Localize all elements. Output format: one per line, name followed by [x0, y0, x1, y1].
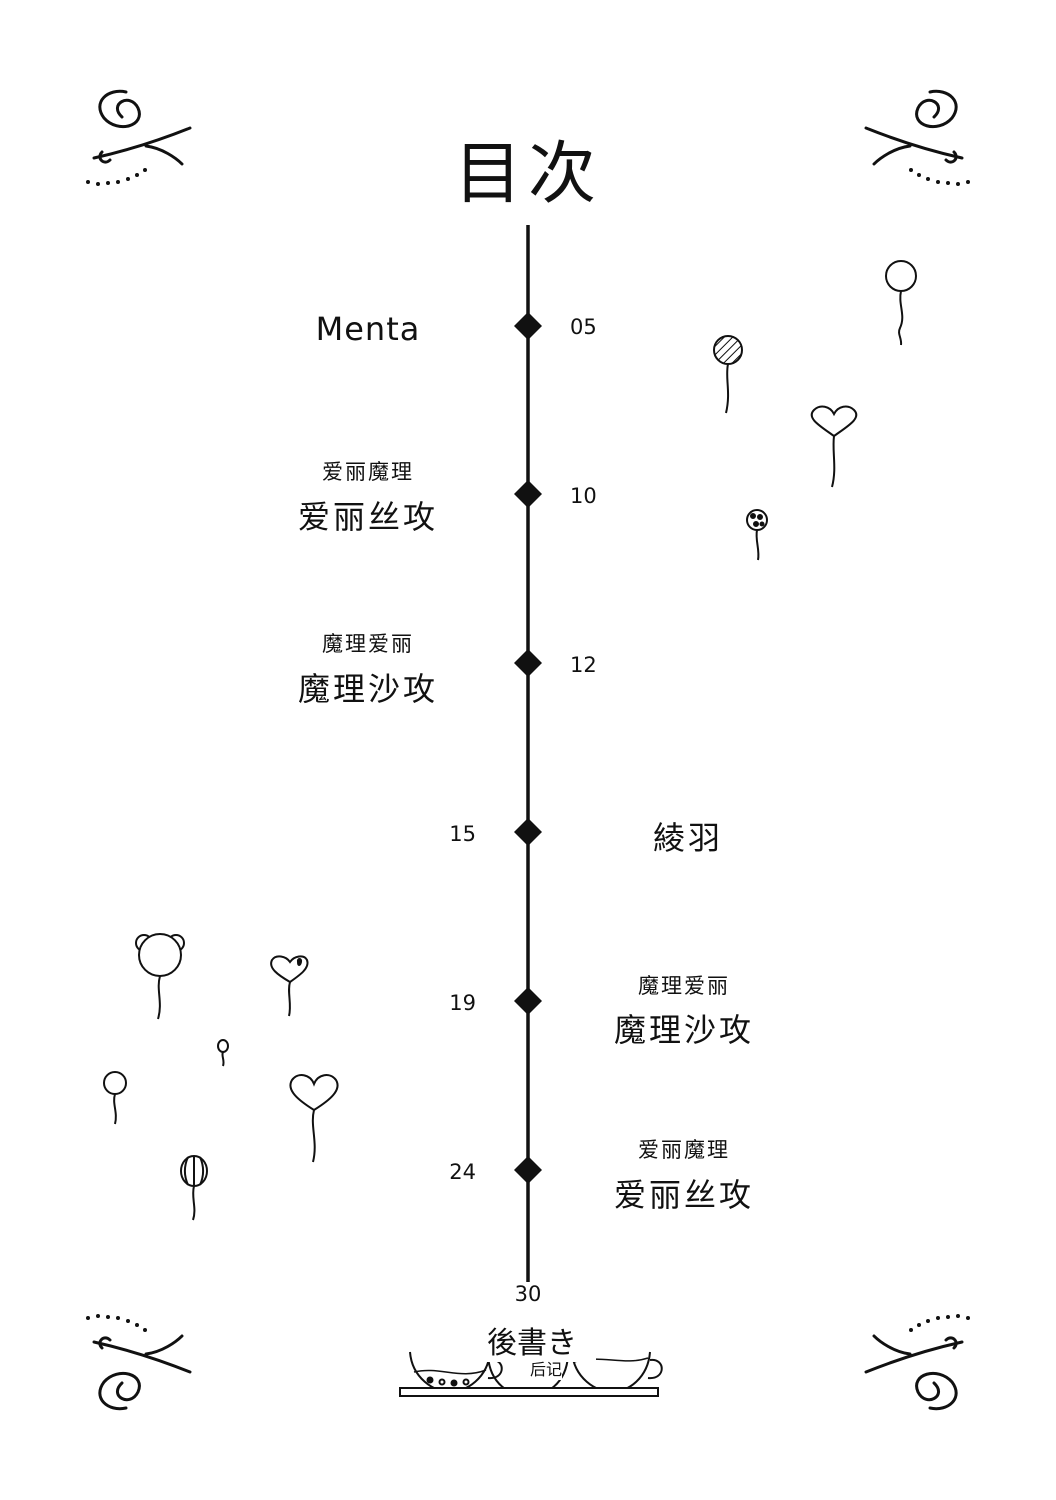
- timeline-diamond-24: [514, 1156, 542, 1184]
- heart-balloon-small-icon: [270, 955, 309, 1017]
- dotted-arc-bottom-left: [86, 1314, 147, 1332]
- heart-balloon-icon: [810, 405, 858, 488]
- round-balloon-small-icon: [103, 1071, 127, 1125]
- entry-author-10: 爱丽魔理: [322, 460, 414, 484]
- page-number-24[interactable]: 24: [449, 1160, 476, 1184]
- round-balloon-icon: [885, 260, 917, 346]
- balloon-cluster-left: [103, 933, 339, 1221]
- afterword-page-number[interactable]: 30: [498, 1282, 558, 1306]
- striped-balloon-icon: [713, 335, 743, 414]
- entry-author-19: 魔理爱丽: [638, 974, 730, 998]
- corner-swirl-top-right: [864, 89, 964, 166]
- entry-label-05[interactable]: Menta: [315, 310, 421, 348]
- page-number-19[interactable]: 19: [449, 991, 476, 1015]
- dotted-arc-top-right: [909, 168, 970, 186]
- entry-author-24: 爱丽魔理: [638, 1138, 730, 1162]
- timeline-diamond-15: [514, 818, 542, 846]
- dotted-arc-bottom-right: [909, 1314, 970, 1332]
- page-number-10[interactable]: 10: [570, 484, 597, 508]
- page-number-12[interactable]: 12: [570, 653, 597, 677]
- timeline-diamond-05: [514, 312, 542, 340]
- page-number-05[interactable]: 05: [570, 315, 597, 339]
- entry-label-19[interactable]: 魔理沙攻: [613, 1011, 754, 1049]
- tiny-balloon-icon: [217, 1039, 229, 1067]
- afterword-subtitle: 后记: [530, 1356, 563, 1380]
- heart-balloon-large-icon: [289, 1074, 339, 1163]
- timeline-diamond-12: [514, 649, 542, 677]
- corner-swirl-bottom-right: [864, 1334, 964, 1411]
- dotted-arc-top-left: [86, 168, 147, 186]
- entry-author-12: 魔理爱丽: [322, 632, 414, 656]
- corner-swirl-top-left: [92, 89, 192, 166]
- entry-label-24[interactable]: 爱丽丝攻: [613, 1176, 754, 1214]
- timeline-markers: [514, 312, 542, 1184]
- afterword-title[interactable]: 後書き: [468, 1318, 596, 1362]
- balloon-cluster-right: [713, 260, 917, 561]
- striped-round-balloon-icon: [180, 1155, 208, 1221]
- bear-balloon-icon: [135, 933, 185, 1020]
- timeline-diamond-10: [514, 480, 542, 508]
- dotted-balloon-icon: [746, 509, 768, 561]
- corner-swirl-bottom-left: [92, 1334, 192, 1411]
- afterword-teacups-illustration: [399, 1318, 663, 1398]
- page-title: 目次: [453, 135, 602, 214]
- entry-label-15[interactable]: 綾羽: [652, 819, 723, 857]
- timeline-diamond-19: [514, 987, 542, 1015]
- entry-label-10[interactable]: 爱丽丝攻: [297, 498, 438, 536]
- page-number-15[interactable]: 15: [449, 822, 476, 846]
- entry-label-12[interactable]: 魔理沙攻: [297, 670, 438, 708]
